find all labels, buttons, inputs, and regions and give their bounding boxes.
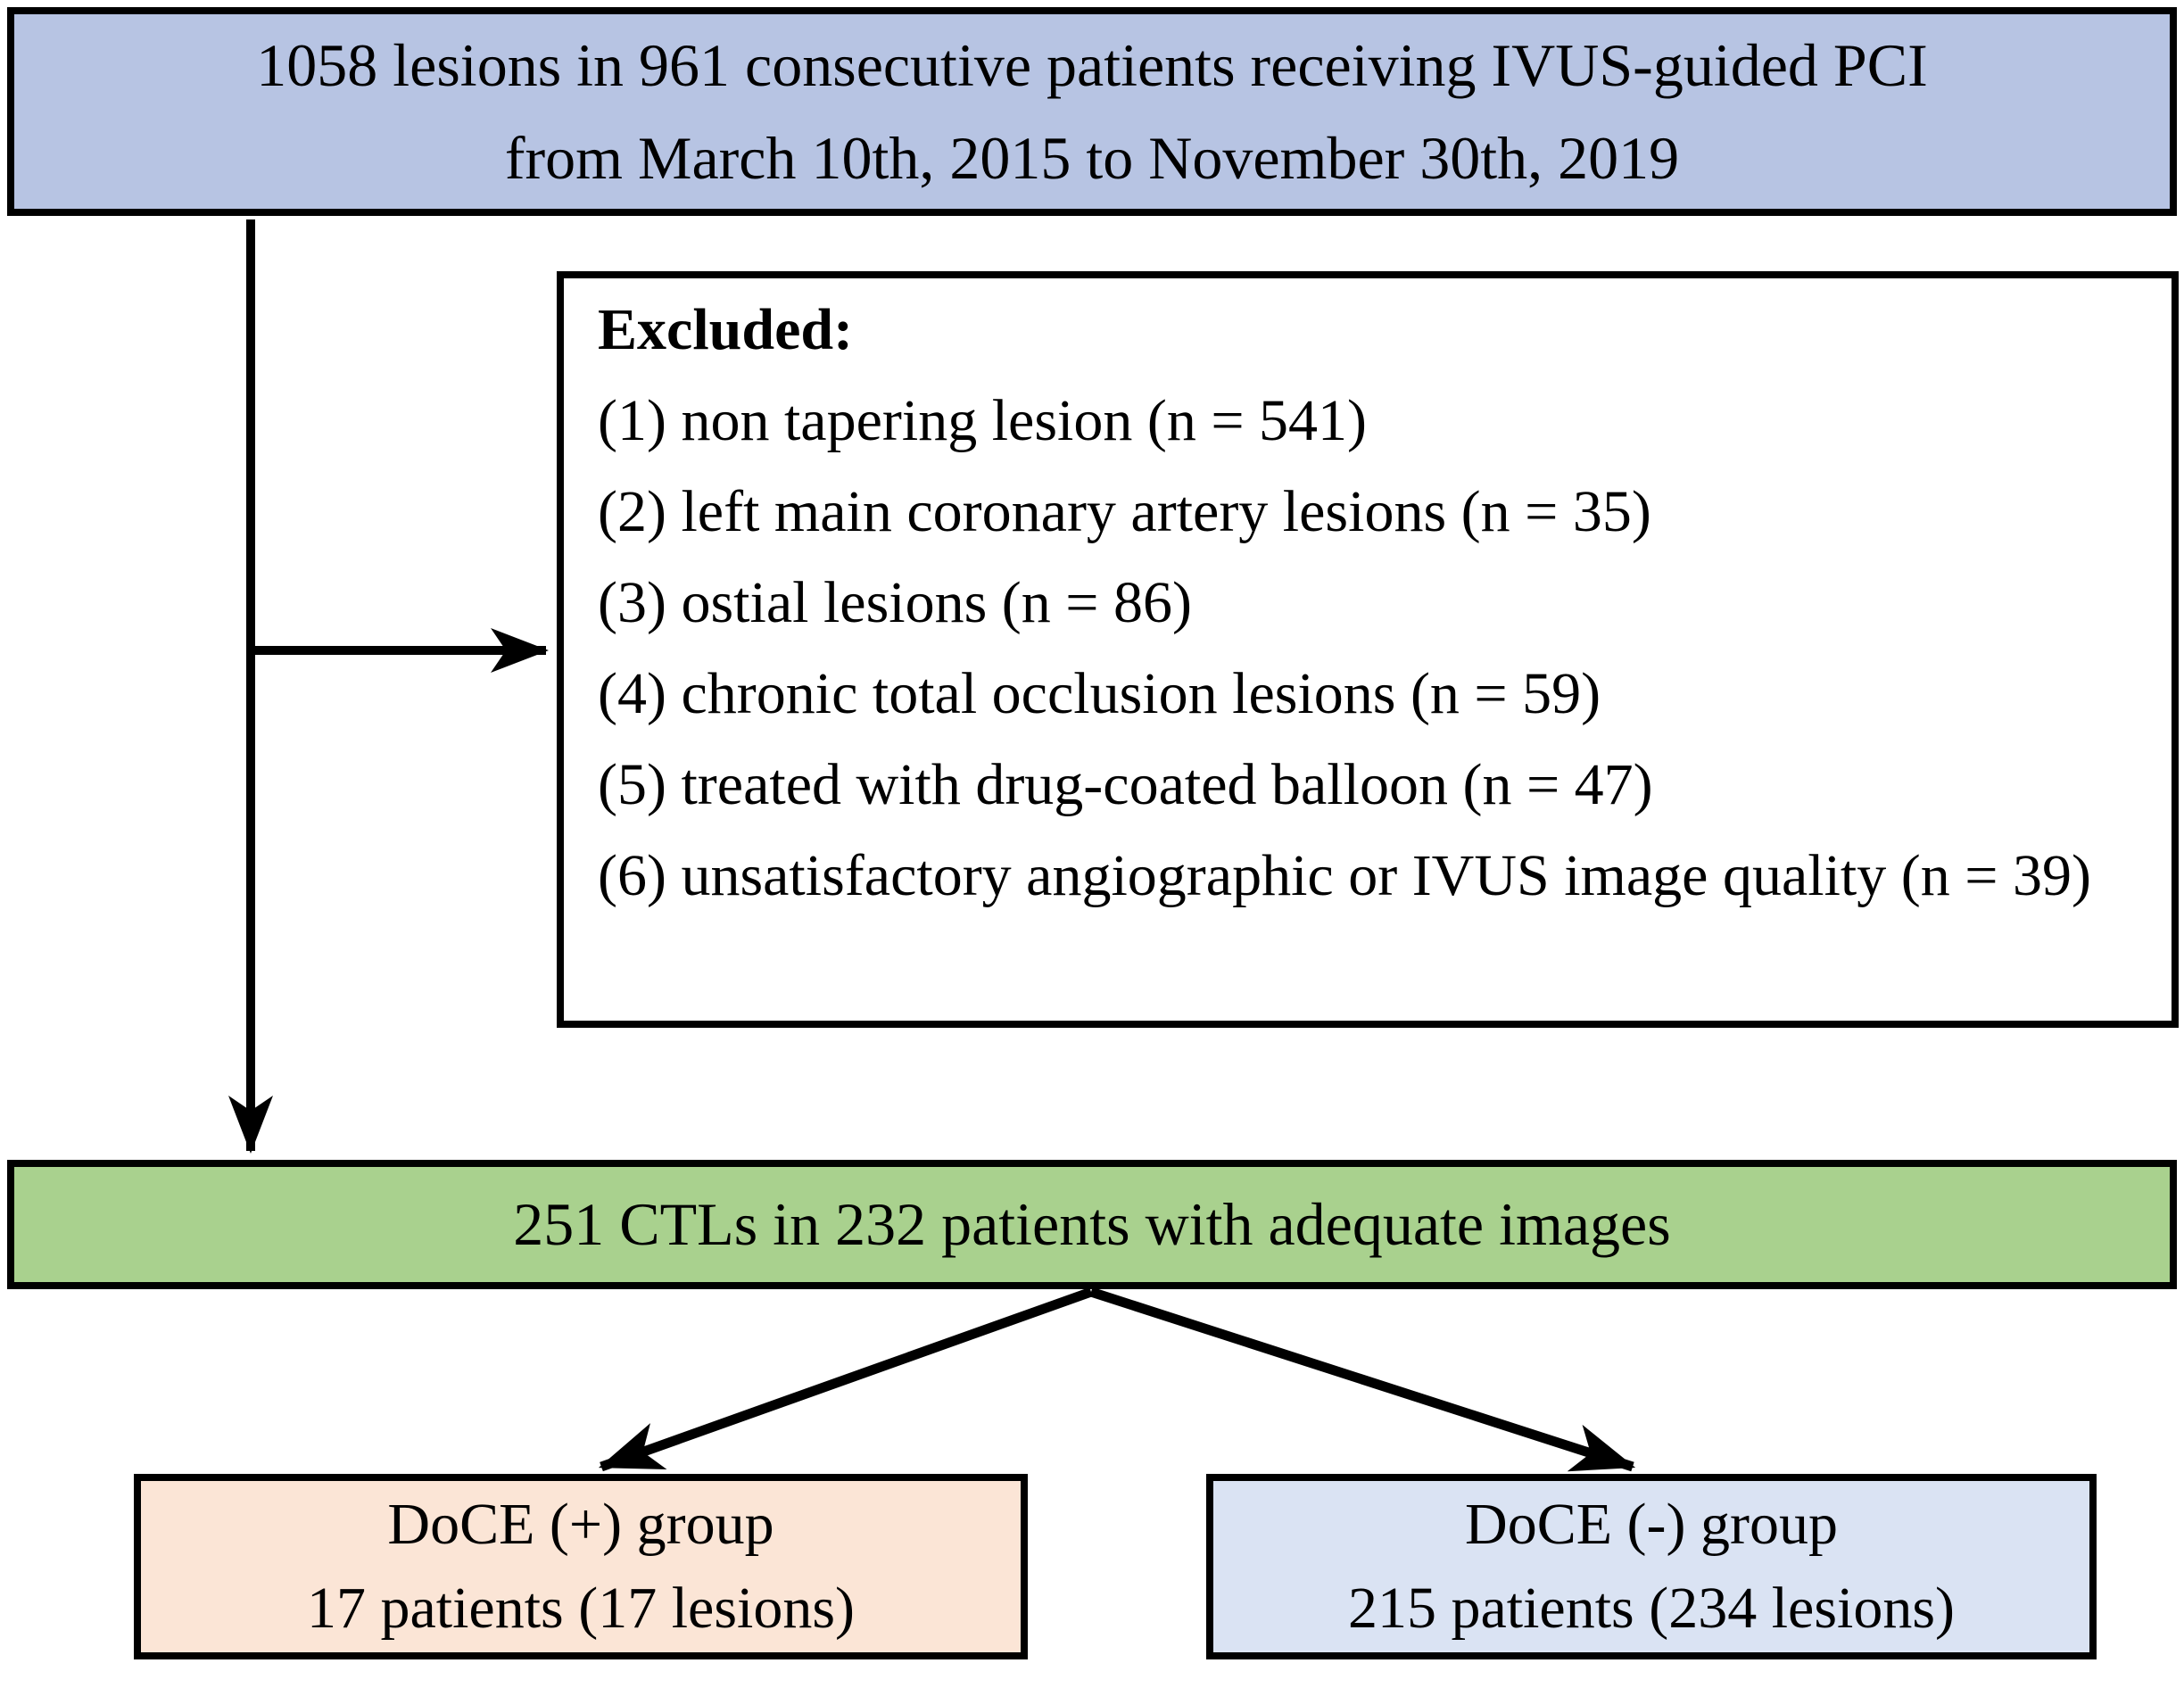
doce-negative-box: DoCE (-) group 215 patients (234 lesions… [1206,1474,2097,1659]
arrow-adequate-to-doce-negative [1089,1287,1636,1472]
enrollment-line-2: from March 10th, 2015 to November 30th, … [504,124,1680,192]
doce-positive-line-1: DoCE (+) group [387,1492,774,1557]
adequate-images-box: 251 CTLs in 232 patients with adequate i… [7,1160,2177,1289]
doce-negative-line-1: DoCE (-) group [1465,1492,1838,1557]
doce-positive-line-2: 17 patients (17 lesions) [306,1576,856,1641]
enrollment-line-1: 1058 lesions in 961 consecutive patients… [256,31,1928,99]
doce-negative-line-2: 215 patients (234 lesions) [1347,1576,1956,1641]
arrow-adequate-to-doce-positive [598,1287,1093,1472]
excluded-item-2: (2) left main coronary artery lesions (n… [598,479,1651,544]
excluded-item-5: (5) treated with drug-coated balloon (n … [598,752,1653,817]
adequate-images-text: 251 CTLs in 232 patients with adequate i… [513,1190,1671,1258]
doce-positive-box: DoCE (+) group 17 patients (17 lesions) [134,1474,1028,1659]
excluded-box: Excluded: (1) non tapering lesion (n = 5… [557,271,2179,1028]
excluded-item-1: (1) non tapering lesion (n = 541) [598,388,1368,453]
enrollment-box: 1058 lesions in 961 consecutive patients… [7,7,2177,216]
excluded-title: Excluded: [598,297,854,362]
excluded-item-3: (3) ostial lesions (n = 86) [598,570,1192,635]
excluded-item-6: (6) unsatisfactory angiographic or IVUS … [598,843,2091,908]
excluded-item-4: (4) chronic total occlusion lesions (n =… [598,661,1601,726]
